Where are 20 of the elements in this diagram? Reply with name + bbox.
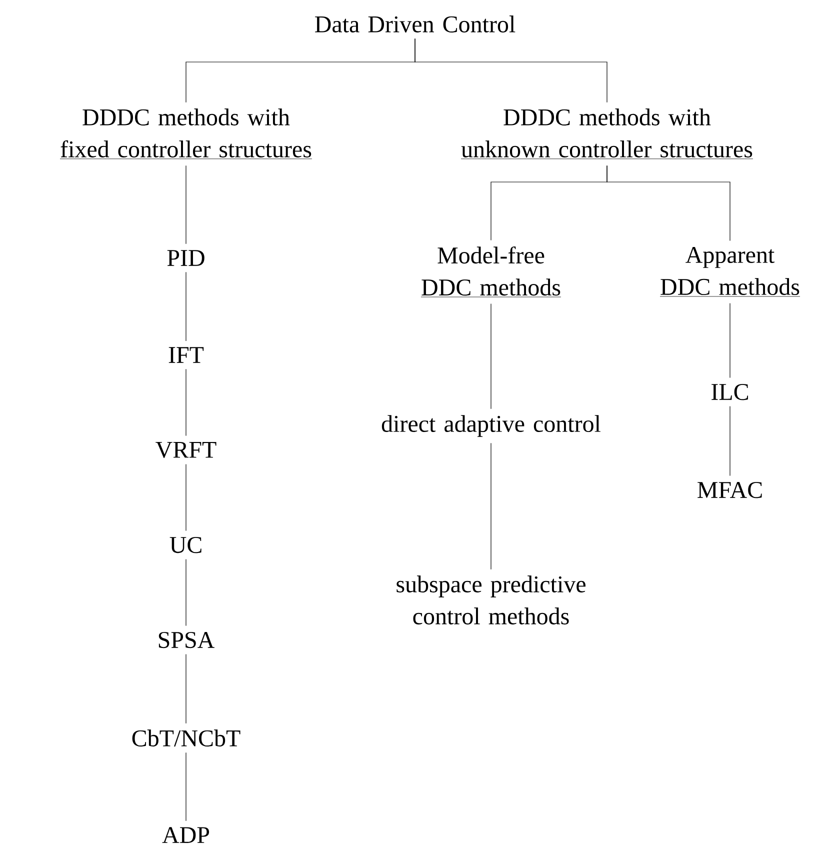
method-label: UC: [170, 536, 202, 554]
method-label: CbT/NCbT: [132, 730, 240, 746]
root-label: Data Driven Control: [315, 16, 516, 32]
method-label: subspace predictive control methods: [396, 576, 586, 624]
method-label: ILC: [712, 384, 748, 400]
method-label: IFT: [168, 347, 204, 363]
category-heading: Model-free DDC methods: [420, 246, 562, 298]
method-label: VRFT: [156, 442, 216, 458]
method-label: MFAC: [698, 482, 762, 498]
category-heading: Apparent DDC methods: [660, 246, 800, 297]
category-heading: DDDC methods with unknown controller structures: [460, 108, 754, 160]
method-label: direct adaptive control: [382, 415, 600, 437]
method-label: PID: [167, 250, 204, 266]
method-label: ADP: [162, 827, 210, 843]
method-label: SPSA: [158, 632, 214, 648]
connector-line: [414, 38, 608, 103]
category-heading: DDDC methods with fixed controller structures: [60, 108, 312, 160]
connector-line: [606, 165, 730, 242]
connector-line: [490, 442, 492, 570]
connector-line: [490, 303, 492, 410]
